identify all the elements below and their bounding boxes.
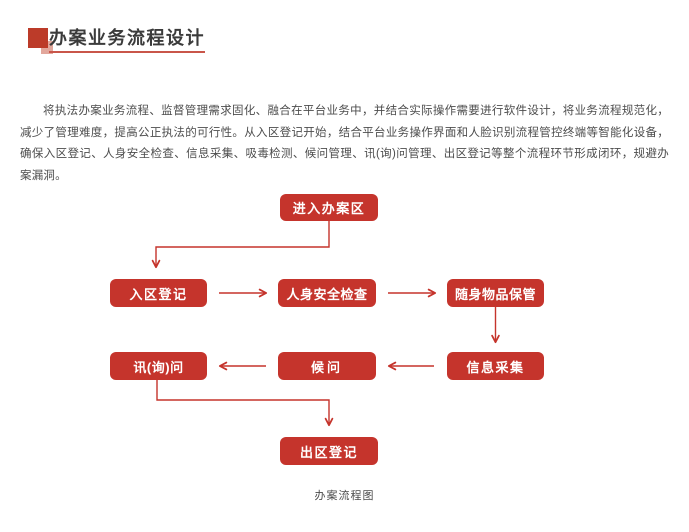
flow-node-belongings-store: 随身物品保管 xyxy=(447,279,544,307)
flow-node-enter-area: 进入办案区 xyxy=(280,194,378,221)
diagram-caption: 办案流程图 xyxy=(314,490,375,502)
flow-node-info-collect: 信息采集 xyxy=(447,352,544,380)
intro-paragraph: 将执法办案业务流程、监督管理需求固化、融合在平台业务中，并结合实际操作需要进行软… xyxy=(20,105,669,182)
page-title: 办案业务流程设计 xyxy=(49,28,205,53)
flow-node-safety-check: 人身安全检查 xyxy=(278,279,376,307)
flow-node-waiting: 候问 xyxy=(278,352,376,380)
flow-node-exit-register: 出区登记 xyxy=(280,437,378,465)
flow-node-entry-register: 入区登记 xyxy=(110,279,207,307)
flow-node-interrogation: 讯(询)问 xyxy=(110,352,207,380)
connector-interrogation-to-exitreg xyxy=(156,380,334,427)
title-marker-dark-square xyxy=(28,28,48,48)
connector-enter-to-entryreg xyxy=(151,221,330,269)
